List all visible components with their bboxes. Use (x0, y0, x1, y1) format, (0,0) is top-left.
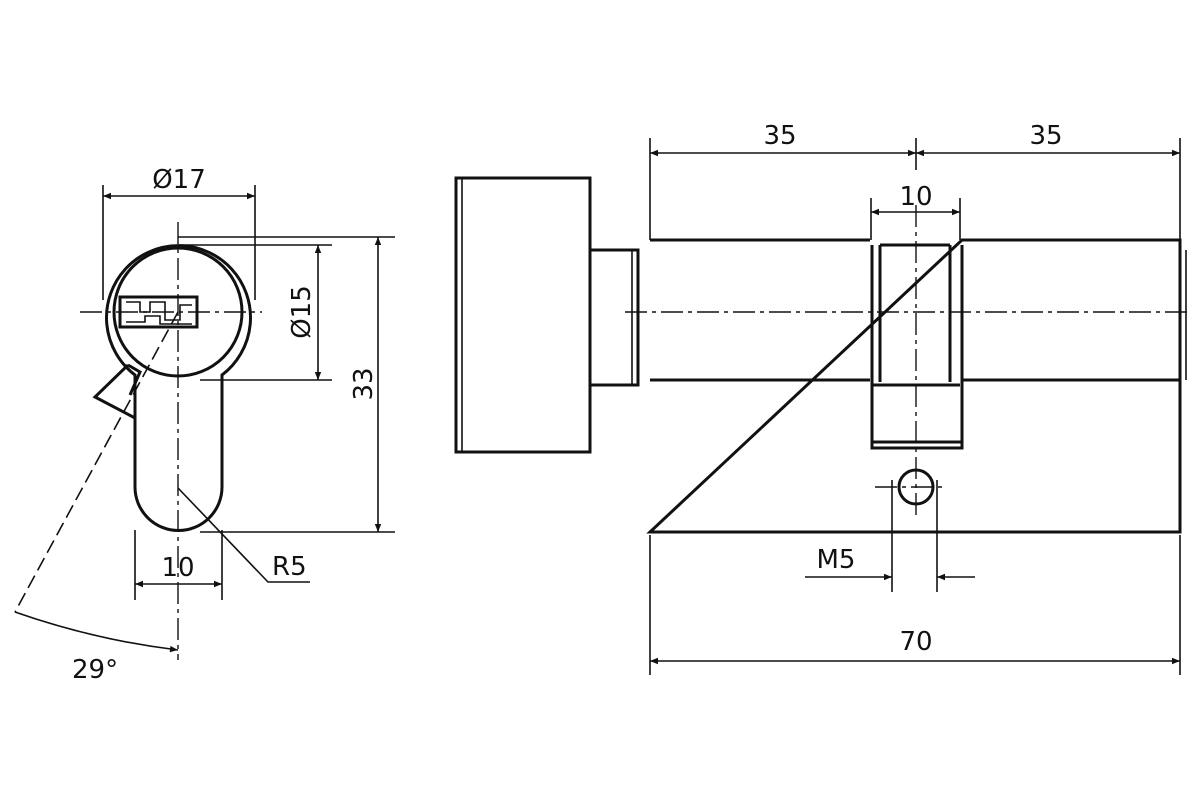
dimension-right-half: 35 (1029, 121, 1062, 151)
dimension-height: 33 (349, 367, 379, 400)
angle-arc (14, 611, 179, 653)
knob-shaft (588, 248, 640, 387)
key-profile (126, 301, 192, 325)
dimension-angle: 29° (72, 655, 118, 685)
cylinder-body-outline (646, 238, 1182, 534)
cam-slot (870, 243, 964, 450)
dimension-screw-thread: M5 (817, 545, 856, 575)
dimension-cam-width: 10 (899, 182, 932, 212)
cylinder-profile (105, 244, 252, 532)
cam-axis-line (14, 311, 179, 613)
dimension-total-length: 70 (899, 627, 932, 657)
dimension-radius: R5 (272, 552, 307, 582)
thumb-turn-knob (454, 176, 592, 454)
radius-leader (177, 487, 310, 583)
dimension-left-half: 35 (763, 121, 796, 151)
cam (92, 363, 142, 420)
side-view: 35 35 10 M5 70 (454, 121, 1192, 675)
dimension-outer-diameter: Ø17 (152, 165, 206, 195)
dimension-inner-diameter: Ø15 (287, 285, 317, 339)
dimension-bottom-width: 10 (161, 553, 194, 583)
front-view: Ø17 Ø15 33 10 R5 29° (14, 165, 395, 685)
